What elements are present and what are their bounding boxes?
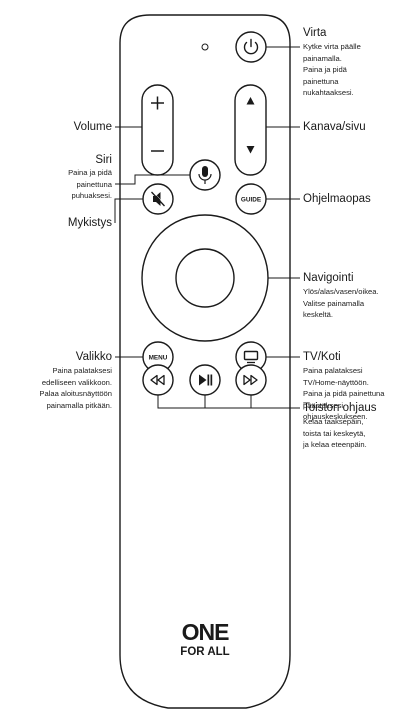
mute-label: Mykistys: [67, 217, 112, 229]
brand-logo-line2: FOR ALL: [180, 646, 229, 658]
siri-description: Paina ja pidä painettuna puhuaksesi.: [68, 168, 112, 200]
playback-label: Toiston ohjaus: [303, 402, 377, 414]
channel-down-icon: [246, 146, 255, 154]
leader-playback: [157, 395, 300, 409]
power-icon: [243, 38, 259, 55]
leader-lines: [114, 46, 300, 409]
brand-logo: ONE FOR ALL: [180, 619, 230, 658]
leader-siri: [115, 174, 190, 185]
rewind-button[interactable]: [142, 364, 174, 396]
tv-icon: [243, 350, 259, 364]
leader-mute: [114, 198, 143, 223]
fast-forward-button[interactable]: [235, 364, 267, 396]
navigation-description: Ylös/alas/vasen/oikea. Valitse painamall…: [303, 287, 379, 319]
plus-icon: [151, 96, 164, 110]
siri-button[interactable]: [189, 159, 221, 191]
tv-label: TV/Koti: [303, 351, 341, 363]
play-pause-icon: [199, 374, 213, 386]
brand-logo-line1: ONE: [182, 619, 230, 645]
tv-description: Paina palataksesi TV/Home-näyttöön. Pain…: [303, 366, 385, 421]
guide-button[interactable]: GUIDE: [235, 183, 267, 215]
siri-label: Siri: [95, 154, 112, 166]
power-description: Kytke virta päälle painamalla. Paina ja …: [303, 42, 361, 97]
mute-icon: [151, 190, 166, 207]
channel-label: Kanava/sivu: [303, 121, 366, 133]
power-label: Virta: [303, 27, 327, 39]
channel-rocker[interactable]: [234, 84, 267, 176]
menu-label: Valikko: [75, 351, 112, 363]
channel-up-icon: [246, 97, 255, 105]
play-pause-button[interactable]: [189, 364, 221, 396]
mute-button[interactable]: [142, 183, 174, 215]
guide-label: Ohjelmaopas: [303, 193, 371, 205]
menu-description: Paina palataksesi edelliseen valikkoon. …: [39, 366, 112, 410]
power-button[interactable]: [235, 31, 267, 63]
navigation-label: Navigointi: [303, 272, 354, 284]
fast-forward-icon: [243, 374, 258, 386]
volume-rocker[interactable]: [141, 84, 174, 176]
volume-label: Volume: [73, 121, 112, 133]
rewind-icon: [150, 374, 165, 386]
playback-description: Kelaa taaksepäin, toista tai keskeytä, j…: [303, 417, 367, 449]
status-led: [201, 43, 209, 51]
microphone-icon: [198, 166, 212, 184]
guide-button-label: GUIDE: [241, 197, 262, 204]
select-button[interactable]: [175, 248, 235, 308]
menu-button-label: MENU: [149, 355, 168, 362]
